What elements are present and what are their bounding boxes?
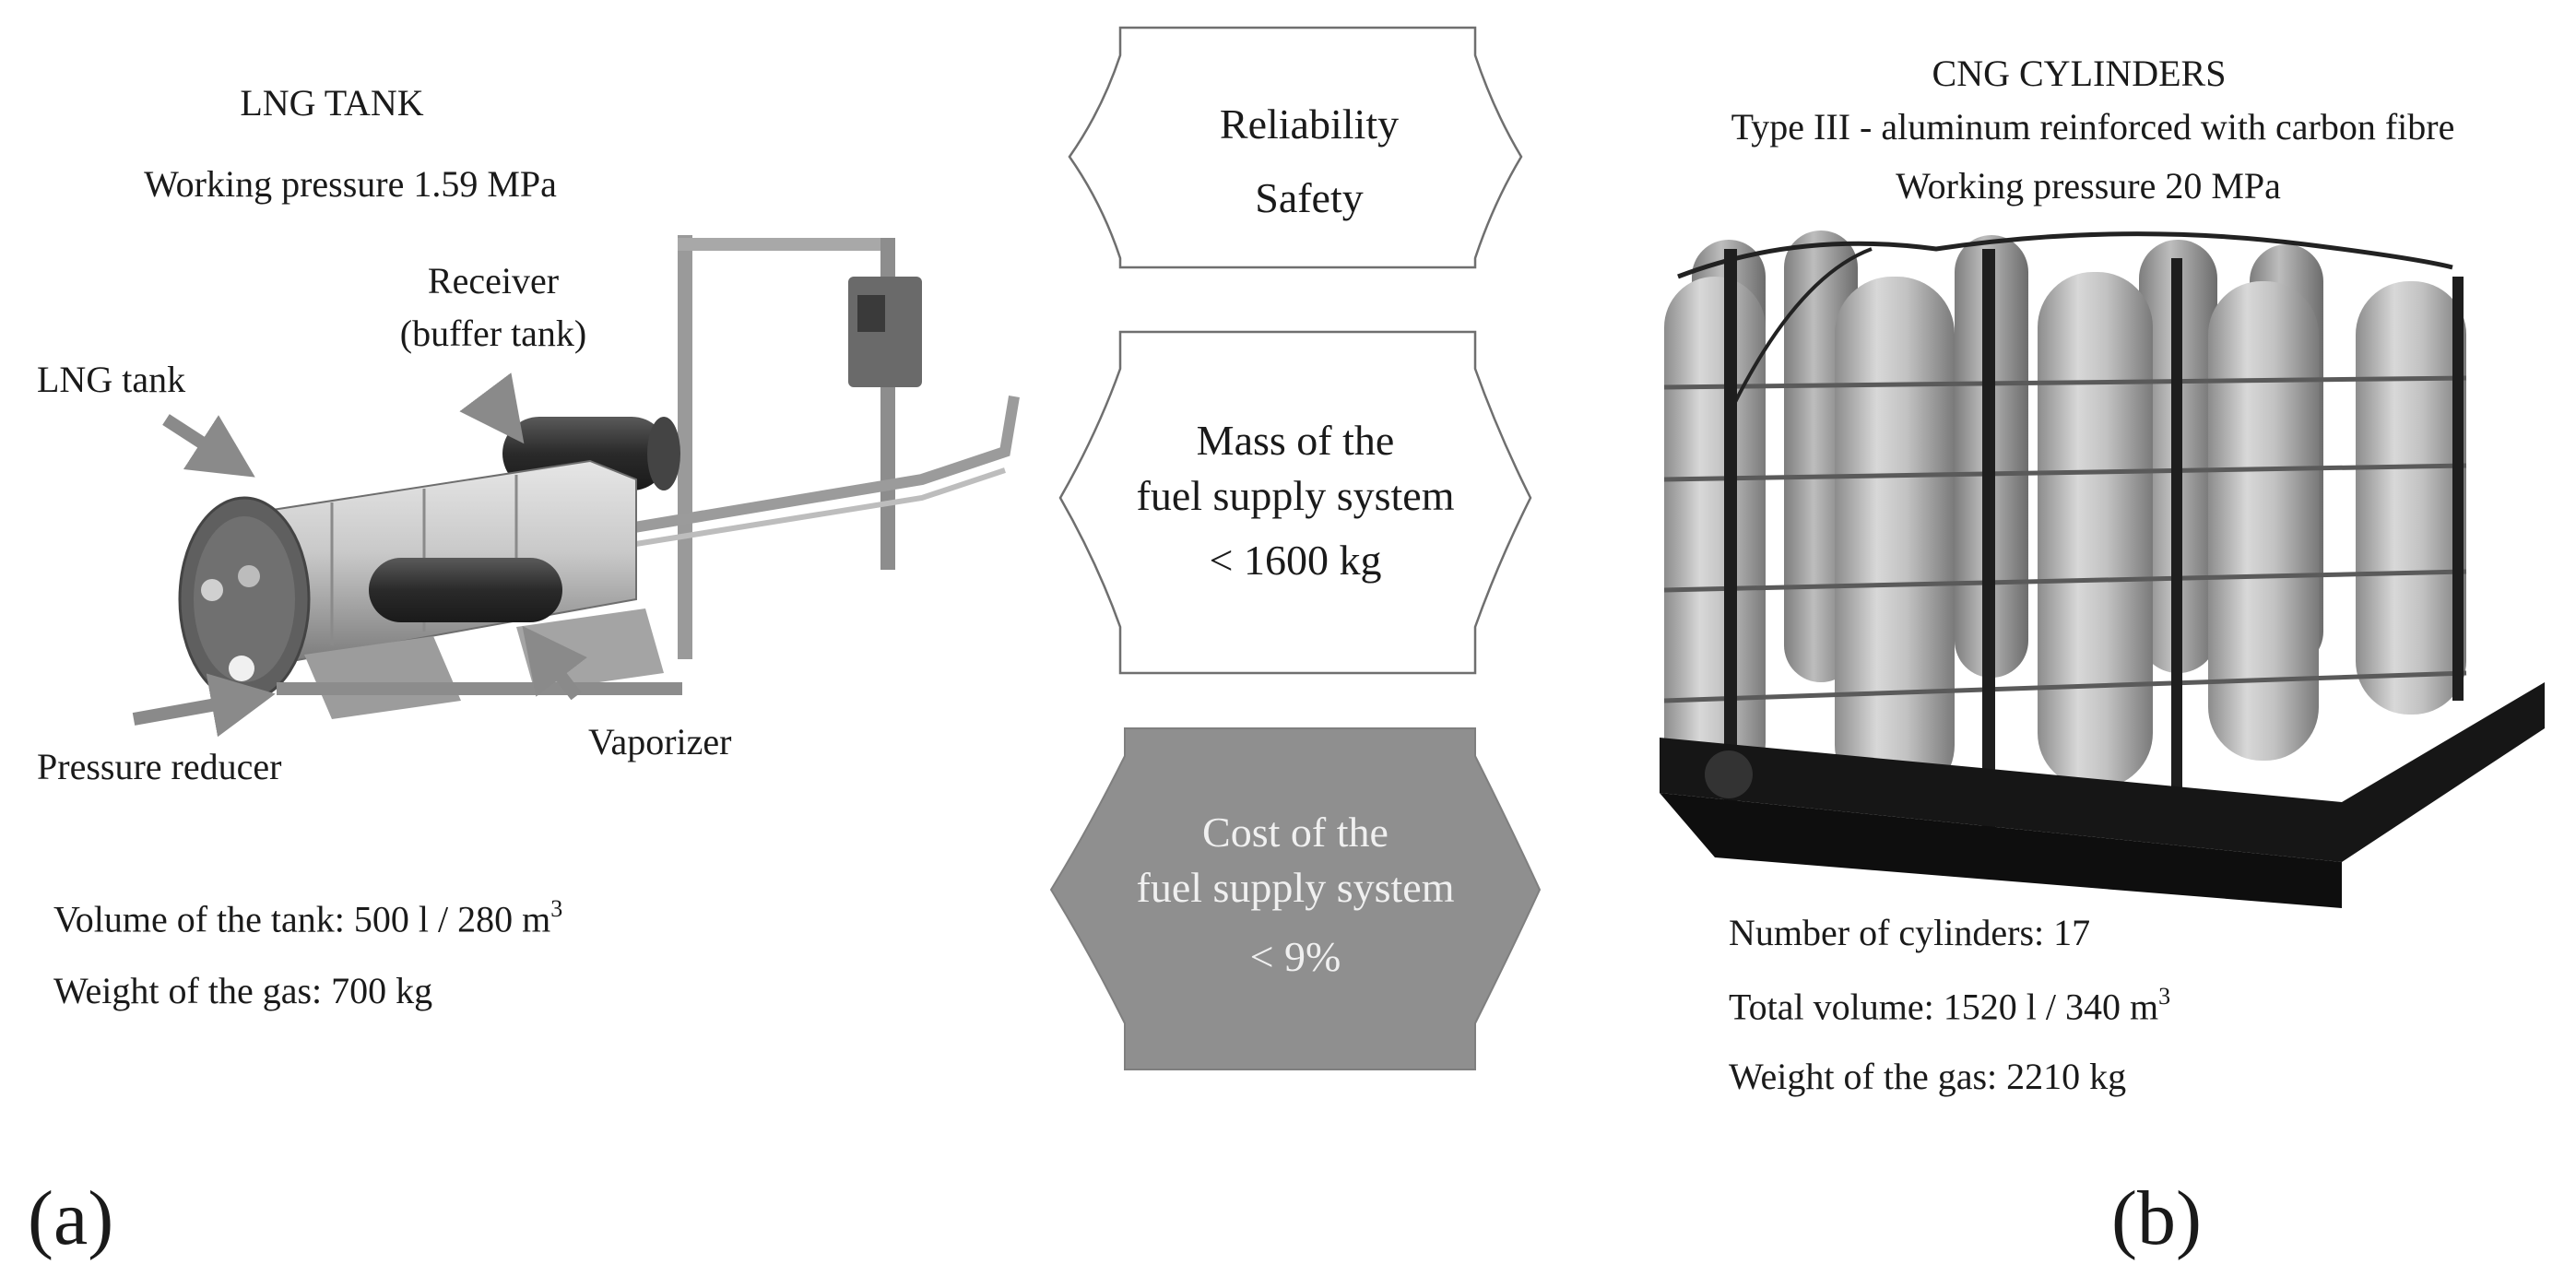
lng-working-pressure: Working pressure 1.59 MPa — [144, 163, 557, 205]
reliability-arrow-shape — [1068, 26, 1523, 269]
cost-text-line3: < 9% — [1249, 933, 1341, 980]
receiver-label-line2: (buffer tank) — [399, 313, 587, 354]
cylinder — [2208, 281, 2319, 761]
cng-gas-weight: Weight of the gas: 2210 kg — [1729, 1056, 2127, 1097]
cylinder — [2356, 281, 2466, 715]
cng-total-volume: Total volume: 1520 l / 340 m3 — [1729, 983, 2171, 1028]
lng-gas-weight: Weight of the gas: 700 kg — [53, 970, 433, 1011]
reliability-text: Reliability — [1219, 100, 1400, 148]
frame-post — [678, 235, 692, 659]
lng-tank-illustration — [132, 235, 1020, 738]
cng-cylinders-illustration — [1660, 230, 2545, 908]
cylinder — [2038, 272, 2153, 788]
lng-tank-title: LNG TANK — [240, 82, 424, 124]
mass-text-line3: < 1600 kg — [1209, 537, 1382, 584]
gas-pipe — [589, 396, 1020, 540]
panel-a-label: (a) — [28, 1176, 114, 1261]
safety-text: Safety — [1255, 174, 1364, 221]
receiver-label-line1: Receiver — [427, 260, 560, 301]
pressure-reducer-pointer — [132, 673, 276, 738]
cng-working-pressure: Working pressure 20 MPa — [1896, 165, 2281, 207]
cost-text-line2: fuel supply system — [1136, 864, 1455, 911]
cost-text-line1: Cost of the — [1202, 809, 1388, 856]
cng-cylinder-count: Number of cylinders: 17 — [1729, 912, 2091, 953]
mass-arrow-shape — [1058, 330, 1532, 675]
lng-tank-label: LNG tank — [37, 359, 186, 400]
frame-beam — [678, 238, 890, 251]
center-arrows — [1049, 26, 1542, 1070]
panel-b-label: (b) — [2111, 1176, 2202, 1261]
mass-text-line1: Mass of the — [1196, 417, 1395, 464]
cost-arrow-shape — [1049, 727, 1542, 1070]
vaporizer — [369, 558, 562, 622]
cylinder — [1835, 277, 1955, 802]
cng-title: CNG CYLINDERS — [1932, 53, 2227, 94]
pressure-reducer-label: Pressure reducer — [37, 746, 282, 787]
receiver-pointer — [459, 372, 525, 444]
pallet-base — [1660, 682, 2545, 862]
lng-tank-pointer — [162, 414, 255, 478]
vaporizer-label: Vaporizer — [588, 721, 732, 762]
lng-tank-volume: Volume of the tank: 500 l / 280 m3 — [53, 895, 563, 940]
mass-text-line2: fuel supply system — [1136, 472, 1455, 519]
cylinder — [1664, 277, 1766, 793]
vaporizer-pointer — [522, 625, 587, 701]
cng-subtitle: Type III - aluminum reinforced with carb… — [1731, 106, 2455, 148]
